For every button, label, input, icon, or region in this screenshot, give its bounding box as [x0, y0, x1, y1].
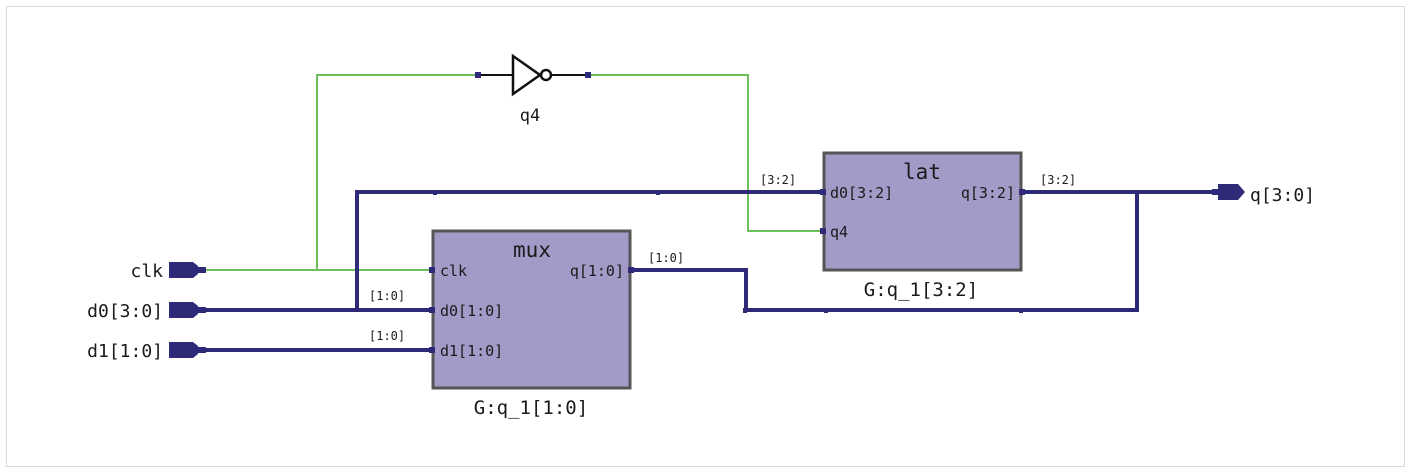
mux-pin-d1: d1[1:0]: [440, 342, 503, 360]
lat-pin-d0: d0[3:2]: [830, 184, 893, 202]
clk-net: [205, 74, 478, 271]
mux-pin-clk: clk: [440, 262, 467, 280]
lat-block[interactable]: lat d0[3:2] q4 q[3:2] G:q_1[3:2]: [820, 151, 1025, 301]
mux-title: mux: [513, 238, 551, 262]
inverter-label: q4: [520, 106, 540, 126]
mux-pin-d0: d0[1:0]: [440, 302, 503, 320]
inverter-q4[interactable]: q4: [475, 53, 591, 126]
port-d1-label: d1[1:0]: [87, 341, 163, 362]
port-d0-label: d0[3:0]: [87, 301, 163, 322]
bus-label-mux-d0: [1:0]: [369, 289, 405, 303]
lat-pin-q: q[3:2]: [961, 184, 1015, 202]
bus-label-mux-q: [1:0]: [648, 251, 684, 265]
not-gate-icon: [511, 53, 543, 97]
schematic-frame: [6, 6, 1405, 467]
port-clk-label: clk: [130, 261, 163, 282]
port-d1[interactable]: d1[1:0]: [87, 341, 206, 362]
clk-to-inverter-wire: [316, 74, 478, 270]
port-d0[interactable]: d0[3:0]: [87, 301, 206, 322]
bus-label-lat-q: [3:2]: [1040, 173, 1076, 187]
lat-instance-label: G:q_1[3:2]: [864, 279, 978, 301]
port-clk[interactable]: clk: [130, 261, 206, 282]
bus-label-mux-d1: [1:0]: [369, 329, 405, 343]
mux-block[interactable]: mux clk d0[1:0] d1[1:0] q[1:0] G:q_1[1:0…: [429, 229, 634, 419]
d0-to-lat-wire: [355, 190, 822, 310]
inverter-to-lat-wire: [588, 74, 822, 232]
port-q-label: q[3:0]: [1250, 185, 1315, 206]
port-q[interactable]: q[3:0]: [1212, 184, 1315, 206]
bus-label-lat-d0: [3:2]: [760, 173, 796, 187]
lat-pin-q4: q4: [830, 223, 848, 241]
mux-pin-q: q[1:0]: [570, 262, 624, 280]
lat-title: lat: [903, 160, 941, 184]
mux-instance-label: G:q_1[1:0]: [474, 397, 588, 419]
